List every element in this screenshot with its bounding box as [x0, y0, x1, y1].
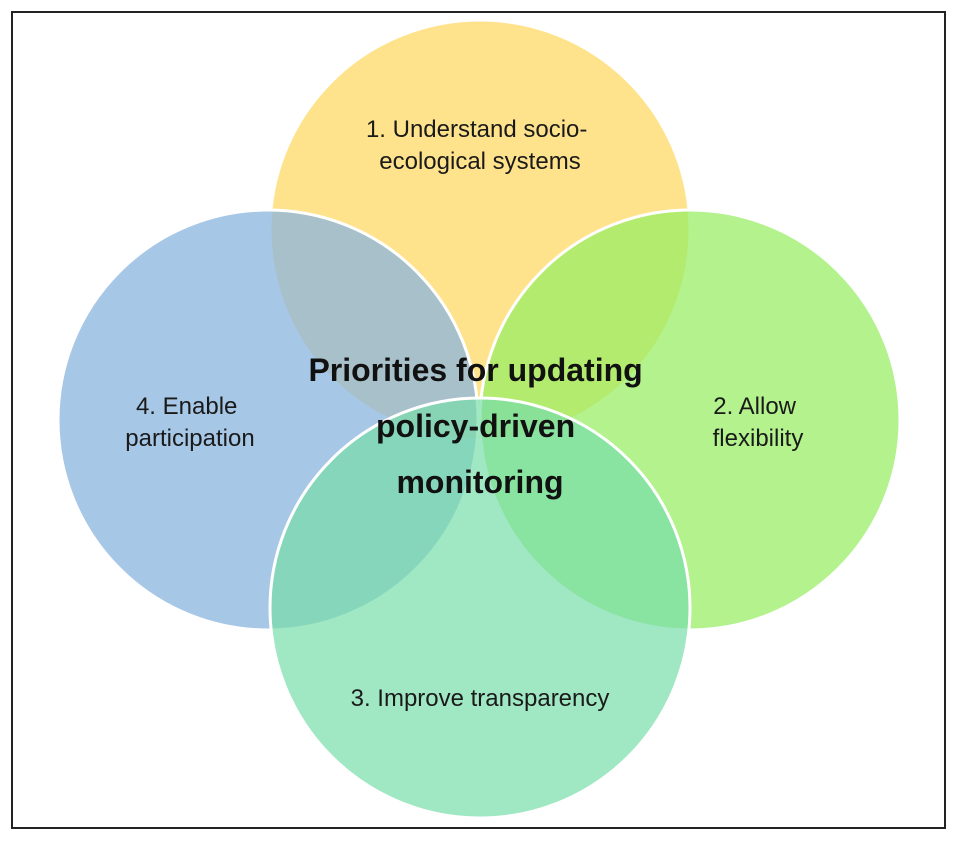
- center-title-line-3: monitoring: [396, 464, 563, 500]
- label-allow-flexibility-line-2: flexibility: [713, 425, 804, 452]
- label-enable-participation-line-1: 4. Enable: [136, 393, 237, 420]
- label-improve-transparency-line-1: 3. Improve transparency: [351, 685, 610, 712]
- label-understand-systems-line-1: 1. Understand socio-: [366, 116, 587, 143]
- center-title-line-1: Priorities for updating: [308, 352, 642, 388]
- circle-improve-transparency: [268, 396, 692, 820]
- label-allow-flexibility-line-1: 2. Allow: [713, 393, 796, 420]
- label-enable-participation: 4. Enable participation: [125, 393, 254, 452]
- label-allow-flexibility: 2. Allow flexibility: [713, 393, 804, 452]
- label-enable-participation-line-2: participation: [125, 425, 254, 452]
- center-title-line-2: policy-driven: [376, 408, 575, 444]
- label-understand-systems: 1. Understand socio- ecological systems: [366, 116, 594, 175]
- label-understand-systems-line-2: ecological systems: [379, 148, 580, 175]
- label-improve-transparency: 3. Improve transparency: [351, 685, 610, 712]
- center-title: Priorities for updating policy-driven mo…: [308, 352, 651, 500]
